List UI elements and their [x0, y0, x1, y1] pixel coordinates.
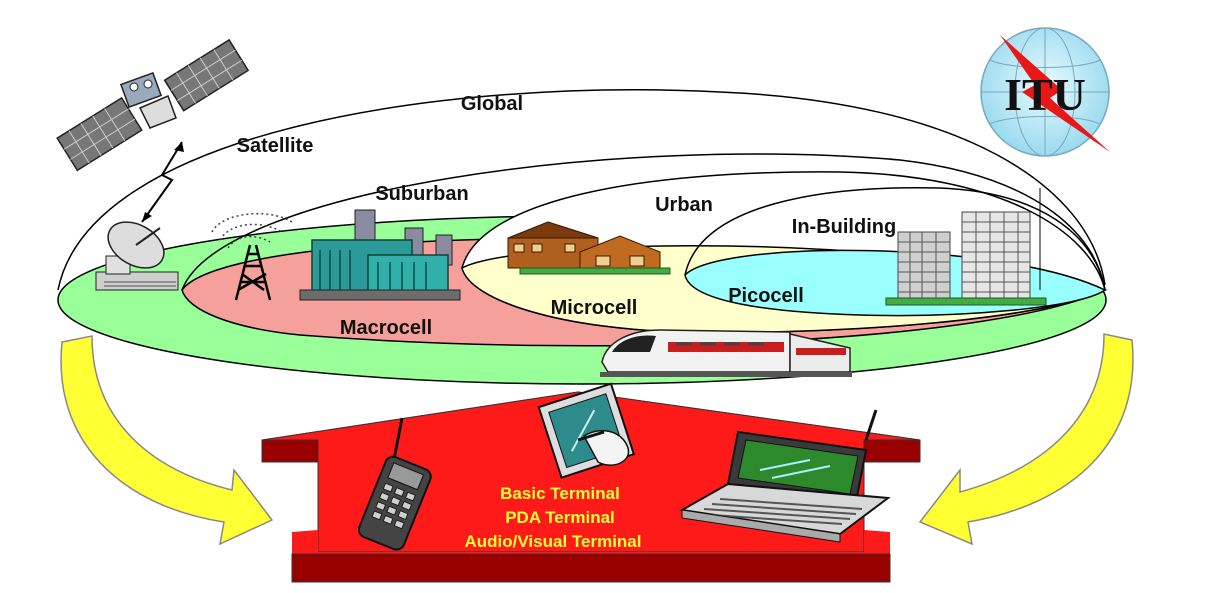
label-pda-terminal: PDA Terminal — [505, 508, 615, 527]
train-icon — [600, 329, 852, 377]
label-picocell: Picocell — [728, 285, 804, 307]
right-arrow-icon — [918, 333, 1134, 546]
label-suburban: Suburban — [375, 183, 468, 205]
left-arrow-icon — [60, 335, 274, 546]
label-audio-visual-terminal: Audio/Visual Terminal — [465, 532, 642, 551]
satellite-dish-icon — [95, 221, 179, 291]
label-urban: Urban — [655, 194, 713, 216]
houses-icon — [507, 221, 671, 275]
mobile-phone-icon — [357, 417, 432, 551]
office-buildings-icon — [885, 211, 1047, 306]
curved-arrows — [60, 333, 1134, 546]
itu-logo-text: ITU — [1004, 69, 1086, 120]
label-basic-terminal: Basic Terminal — [500, 484, 620, 503]
global-dome — [57, 89, 1106, 291]
suburban-dome — [181, 153, 1106, 291]
label-microcell: Microcell — [551, 297, 638, 319]
itu-logo: ITU — [980, 27, 1110, 157]
satellite-icon — [56, 38, 250, 172]
terminal-labels: Basic Terminal PDA Terminal Audio/Visual… — [465, 484, 642, 551]
pda-icon — [537, 382, 636, 479]
label-in-building: In-Building — [792, 216, 896, 238]
factory-icon — [299, 209, 461, 301]
laptop-icon — [678, 409, 891, 543]
label-global: Global — [461, 93, 523, 115]
tower-icon — [211, 212, 293, 301]
zone-labels: Global Satellite Suburban Urban In-Build… — [237, 93, 897, 339]
in-building-dome — [684, 186, 1106, 291]
label-satellite: Satellite — [237, 135, 314, 157]
satellite-link — [141, 141, 184, 223]
label-macrocell: Macrocell — [340, 317, 432, 339]
